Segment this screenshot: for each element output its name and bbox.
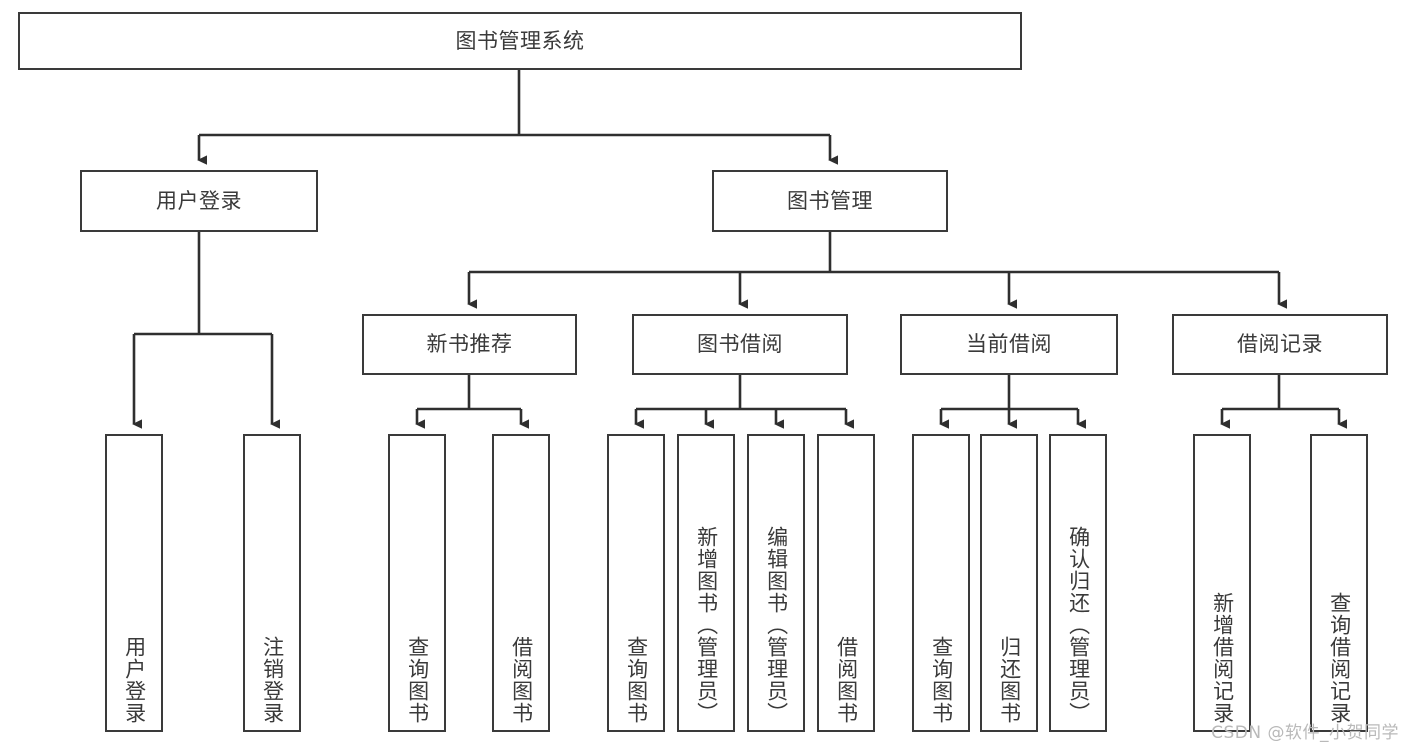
node-leaf-query-book-3-label: 查询图书 [929,636,954,724]
node-leaf-query-book-2-label: 查询图书 [624,636,649,724]
node-leaf-query-book-1[interactable]: 查询图书 [388,434,446,732]
node-root-label: 图书管理系统 [455,28,585,53]
node-leaf-return-book-label: 归还图书 [997,636,1022,724]
node-leaf-borrow-book-2-label: 借阅图书 [834,636,859,724]
node-leaf-user-login-label: 用户登录 [122,636,147,724]
node-root[interactable]: 图书管理系统 [18,12,1022,70]
node-leaf-borrow-book-1-label: 借阅图书 [509,636,534,724]
node-leaf-confirm-return-label: 确认归还（管理员） [1066,526,1091,724]
node-leaf-query-record[interactable]: 查询借阅记录 [1310,434,1368,732]
node-book-borrow-label: 图书借阅 [697,332,783,357]
node-leaf-edit-book-label: 编辑图书（管理员） [764,526,789,724]
node-leaf-borrow-book-2[interactable]: 借阅图书 [817,434,875,732]
node-current-borrow[interactable]: 当前借阅 [900,314,1118,375]
node-user-login-label: 用户登录 [156,188,242,213]
node-leaf-return-book[interactable]: 归还图书 [980,434,1038,732]
node-current-borrow-label: 当前借阅 [966,332,1052,357]
node-leaf-query-book-2[interactable]: 查询图书 [607,434,665,732]
node-user-login[interactable]: 用户登录 [80,170,318,232]
node-leaf-query-book-3[interactable]: 查询图书 [912,434,970,732]
node-leaf-add-book-label: 新增图书（管理员） [694,526,719,724]
node-leaf-borrow-book-1[interactable]: 借阅图书 [492,434,550,732]
node-leaf-query-book-1-label: 查询图书 [405,636,430,724]
node-leaf-query-record-label: 查询借阅记录 [1327,592,1352,724]
node-new-book-rec[interactable]: 新书推荐 [362,314,577,375]
node-leaf-confirm-return[interactable]: 确认归还（管理员） [1049,434,1107,732]
node-leaf-add-record-label: 新增借阅记录 [1210,592,1235,724]
node-new-book-rec-label: 新书推荐 [426,332,513,357]
node-book-manage[interactable]: 图书管理 [712,170,948,232]
node-leaf-add-book[interactable]: 新增图书（管理员） [677,434,735,732]
node-leaf-add-record[interactable]: 新增借阅记录 [1193,434,1251,732]
node-book-manage-label: 图书管理 [787,188,873,213]
node-leaf-user-logout[interactable]: 注销登录 [243,434,301,732]
csdn-watermark: CSDN @软件_小贺同学 [1211,723,1399,743]
node-borrow-record[interactable]: 借阅记录 [1172,314,1388,375]
node-book-borrow[interactable]: 图书借阅 [632,314,848,375]
node-leaf-edit-book[interactable]: 编辑图书（管理员） [747,434,805,732]
node-borrow-record-label: 借阅记录 [1237,332,1323,357]
node-leaf-user-login[interactable]: 用户登录 [105,434,163,732]
node-leaf-user-logout-label: 注销登录 [260,636,285,724]
